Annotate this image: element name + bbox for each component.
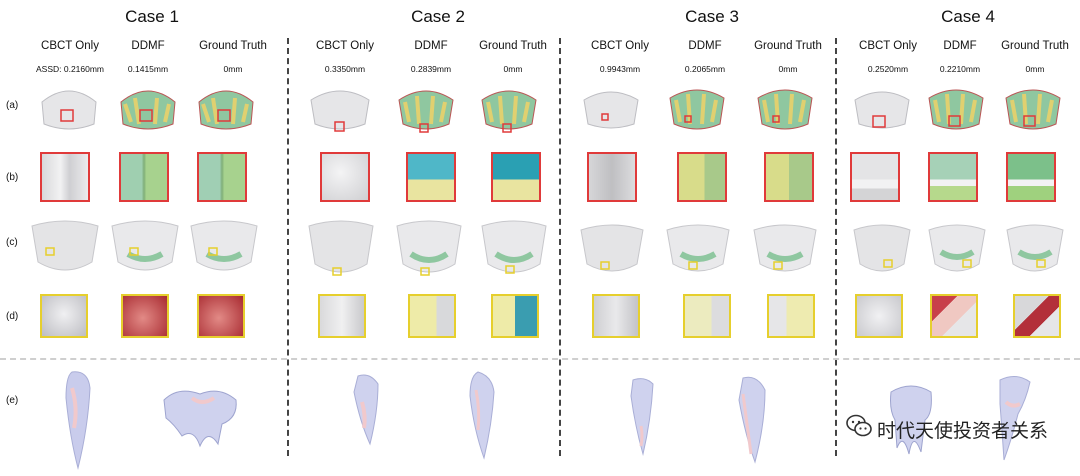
skull-render-case1-gt (190, 220, 258, 271)
row-label-d: (d) (6, 311, 19, 322)
tooth-render-case4-b (999, 376, 1031, 461)
skull-render-case4-gt (1006, 224, 1064, 272)
zoom-red-case2-gt (491, 152, 541, 202)
case-1-assd-ddmf: 0.1415mm (127, 64, 169, 74)
zoom-yellow-case1-gt (197, 294, 245, 338)
zoom-yellow-case2-gt (491, 294, 539, 338)
case-2-col-ddmf: DDMF (414, 40, 448, 52)
skull-render-case1-ddmf (111, 220, 179, 271)
skull-render-case2-cbct (308, 220, 374, 276)
case-1-col-ddmf: DDMF (131, 40, 165, 52)
arch-render-case2-ddmf (398, 90, 454, 133)
tooth-render-case1-b (163, 390, 237, 448)
case-1-col-cbct: CBCT Only (41, 40, 99, 52)
arch-render-case3-ddmf (669, 89, 725, 130)
row-label-c: (c) (6, 237, 18, 248)
case-3-assd-cbct: 0.9943mm (599, 64, 641, 74)
tooth-render-case2-a (353, 374, 379, 446)
zoom-red-case4-cbct (850, 152, 900, 202)
arch-render-case1-ddmf (120, 90, 176, 130)
watermark: 时代天使投资者关系 (846, 414, 1048, 443)
tooth-render-case2-b (469, 371, 495, 460)
zoom-yellow-case3-ddmf (683, 294, 731, 338)
row-label-b: (b) (6, 172, 19, 183)
skull-render-case2-gt (481, 220, 547, 274)
case-3-col-gt: Ground Truth (754, 40, 822, 52)
zoom-yellow-case1-cbct (40, 294, 88, 338)
wechat-icon (846, 414, 872, 437)
zoom-red-case1-ddmf (119, 152, 169, 202)
case-1-assd-cbct: ASSD: 0.2160mm (35, 64, 105, 74)
zoom-red-case3-ddmf (677, 152, 727, 202)
zoom-yellow-case2-cbct (318, 294, 366, 338)
case-4-col-ddmf: DDMF (943, 40, 977, 52)
case-4-assd-gt: 0mm (1025, 64, 1045, 74)
case-1-col-gt: Ground Truth (199, 40, 267, 52)
case-2-title: Case 2 (411, 7, 465, 26)
case-1-title: Case 1 (125, 7, 179, 26)
skull-render-case2-ddmf (396, 220, 462, 276)
skull-render-case3-cbct (580, 224, 644, 272)
row-separator (0, 358, 1080, 360)
case-1-assd-gt: 0mm (223, 64, 243, 74)
arch-render-case2-gt (481, 90, 537, 133)
case-2-assd-ddmf: 0.2839mm (410, 64, 452, 74)
case-2-col-gt: Ground Truth (479, 40, 547, 52)
zoom-red-case1-gt (197, 152, 247, 202)
case-4-assd-ddmf: 0.2210mm (939, 64, 981, 74)
zoom-red-case2-cbct (320, 152, 370, 202)
zoom-red-case1-cbct (40, 152, 90, 202)
skull-render-case4-ddmf (928, 224, 986, 272)
case-4-title: Case 4 (941, 7, 995, 26)
zoom-yellow-case4-ddmf (930, 294, 978, 338)
case-3-col-ddmf: DDMF (688, 40, 722, 52)
zoom-yellow-case4-cbct (855, 294, 903, 338)
zoom-yellow-case2-ddmf (408, 294, 456, 338)
case-separator-3 (835, 38, 837, 456)
arch-render-case1-gt (198, 90, 254, 130)
arch-render-case4-gt (1005, 89, 1061, 130)
case-separator-1 (287, 38, 289, 456)
tooth-render-case4-a (890, 385, 932, 455)
case-separator-2 (559, 38, 561, 456)
skull-render-case3-gt (753, 224, 817, 272)
tooth-render-case3-a (630, 378, 654, 456)
zoom-red-case3-cbct (587, 152, 637, 202)
case-3-col-cbct: CBCT Only (591, 40, 649, 52)
tooth-render-case1-a (65, 371, 91, 470)
arch-render-case4-ddmf (928, 89, 984, 130)
row-label-e: (e) (6, 395, 19, 406)
zoom-red-case4-gt (1006, 152, 1056, 202)
arch-render-case1-cbct (41, 90, 97, 130)
skull-render-case3-ddmf (666, 224, 730, 272)
case-4-assd-cbct: 0.2520mm (867, 64, 909, 74)
arch-render-case3-cbct (583, 91, 639, 129)
watermark-text: 时代天使投资者关系 (876, 421, 1048, 442)
case-3-title: Case 3 (685, 7, 739, 26)
case-2-assd-gt: 0mm (503, 64, 523, 74)
zoom-red-case4-ddmf (928, 152, 978, 202)
tooth-render-case3-b (738, 376, 766, 464)
case-3-assd-ddmf: 0.2065mm (684, 64, 726, 74)
case-2-assd-cbct: 0.3350mm (324, 64, 366, 74)
case-3-assd-gt: 0mm (778, 64, 798, 74)
skull-render-case1-cbct (31, 220, 99, 271)
zoom-yellow-case1-ddmf (121, 294, 169, 338)
case-4-col-gt: Ground Truth (1001, 40, 1069, 52)
arch-render-case2-cbct (310, 90, 370, 132)
case-2-col-cbct: CBCT Only (316, 40, 374, 52)
arch-render-case4-cbct (854, 91, 910, 129)
arch-render-case3-gt (757, 89, 813, 130)
zoom-yellow-case4-gt (1013, 294, 1061, 338)
zoom-yellow-case3-gt (767, 294, 815, 338)
row-label-a: (a) (6, 100, 19, 111)
case-4-col-cbct: CBCT Only (859, 40, 917, 52)
zoom-red-case2-ddmf (406, 152, 456, 202)
zoom-red-case3-gt (764, 152, 814, 202)
zoom-yellow-case3-cbct (592, 294, 640, 338)
skull-render-case4-cbct (853, 224, 911, 272)
